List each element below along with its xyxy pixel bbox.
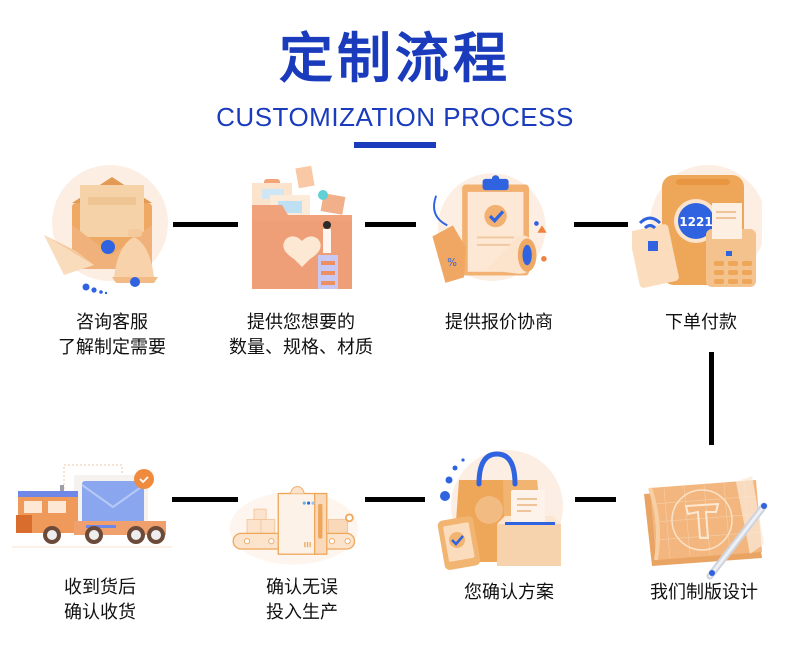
step-label-line: 提供您想要的	[247, 312, 355, 333]
step-label-line: 您确认方案	[464, 582, 554, 603]
svg-text:%: %	[447, 258, 457, 269]
shopping-bag-confirm-icon	[437, 450, 563, 570]
step-label: 下单付款	[601, 310, 790, 335]
delivery-truck-icon	[12, 464, 172, 548]
step-label-line: 确认无误	[266, 577, 338, 598]
connector-6-7	[365, 497, 425, 502]
conveyor-production-icon	[229, 486, 358, 565]
blueprint-pen-icon	[644, 476, 768, 580]
step-label-line: 下单付款	[665, 312, 737, 333]
step-label: 确认无误 投入生产	[202, 575, 402, 625]
step-label: 收到货后 确认收货	[0, 575, 200, 625]
envelope-bell-icon	[44, 165, 168, 295]
step-label: 我们制版设计	[604, 580, 790, 605]
connector-4-5	[709, 352, 714, 445]
connector-5-6	[575, 497, 616, 502]
connector-1-2	[173, 222, 238, 227]
step-label: 您确认方案	[409, 580, 609, 605]
page-subtitle: CUSTOMIZATION PROCESS	[216, 102, 574, 132]
step-label-line: 数量、规格、材质	[229, 337, 373, 358]
step-label-line: 我们制版设计	[650, 582, 758, 603]
payment-terminal-icon: 1221	[632, 165, 762, 288]
step-label: 提供您想要的 数量、规格、材质	[201, 310, 401, 360]
connector-7-8	[172, 497, 238, 502]
connector-3-4	[574, 222, 628, 227]
step-label: 咨询客服 了解制定需要	[12, 310, 212, 360]
connector-2-3	[365, 222, 416, 227]
svg-text:1221: 1221	[679, 215, 712, 229]
step-label-line: 了解制定需要	[58, 337, 166, 358]
step-label-line: 投入生产	[266, 602, 338, 623]
step-label-line: 确认收货	[64, 602, 136, 623]
title-underline	[354, 142, 436, 148]
clipboard-megaphone-icon: %	[432, 173, 547, 283]
step-label: 提供报价协商	[399, 310, 599, 335]
page-title: 定制流程	[279, 27, 511, 90]
step-label-line: 收到货后	[64, 577, 136, 598]
step-label-line: 咨询客服	[76, 312, 148, 333]
step-label-line: 提供报价协商	[445, 312, 553, 333]
folder-heart-icon	[252, 165, 352, 289]
